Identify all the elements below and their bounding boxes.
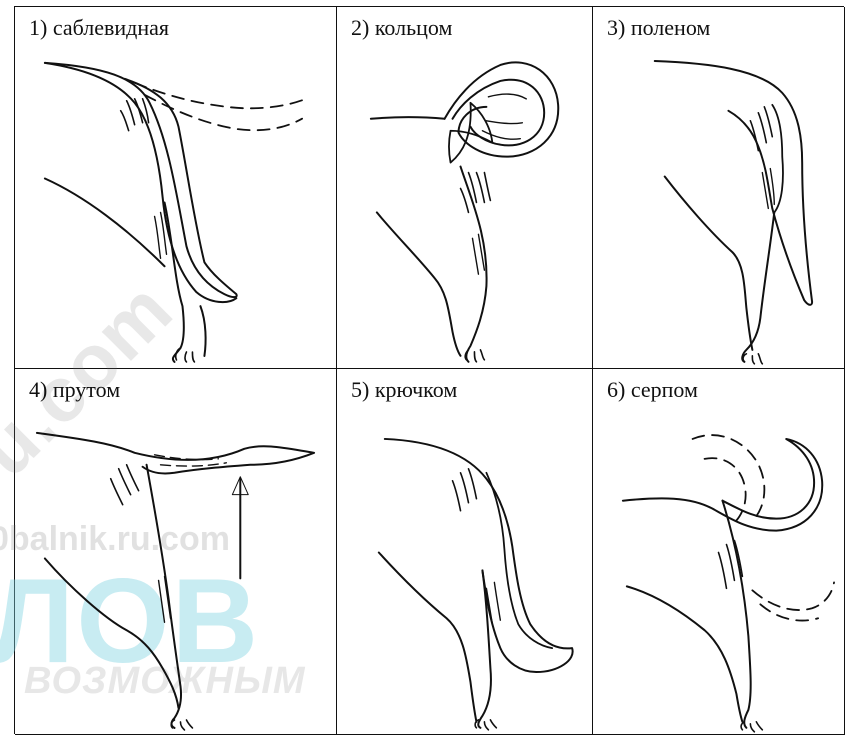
panel-rod-tail: 4) прутом (15, 369, 337, 735)
hook-tail-drawing (337, 369, 592, 734)
panel-label: 5) крючком (351, 377, 457, 403)
panel-sickle-tail: 6) серпом (593, 369, 845, 735)
panel-log-tail: 3) поленом (593, 7, 845, 369)
panel-label: 1) саблевидная (29, 15, 169, 41)
saber-tail-drawing (15, 7, 336, 368)
panel-hook-tail: 5) крючком (337, 369, 593, 735)
panel-saber-tail: 1) саблевидная (15, 7, 337, 369)
figure-grid: 1) саблевидная 2) кольцом (14, 6, 844, 734)
panel-label: 6) серпом (607, 377, 698, 403)
panel-label: 2) кольцом (351, 15, 452, 41)
ring-tail-drawing (337, 7, 592, 368)
sickle-tail-drawing (593, 369, 844, 734)
panel-label: 4) прутом (29, 377, 120, 403)
log-tail-drawing (593, 7, 844, 368)
panel-label: 3) поленом (607, 15, 710, 41)
panel-ring-tail: 2) кольцом (337, 7, 593, 369)
rod-tail-drawing (15, 369, 336, 734)
